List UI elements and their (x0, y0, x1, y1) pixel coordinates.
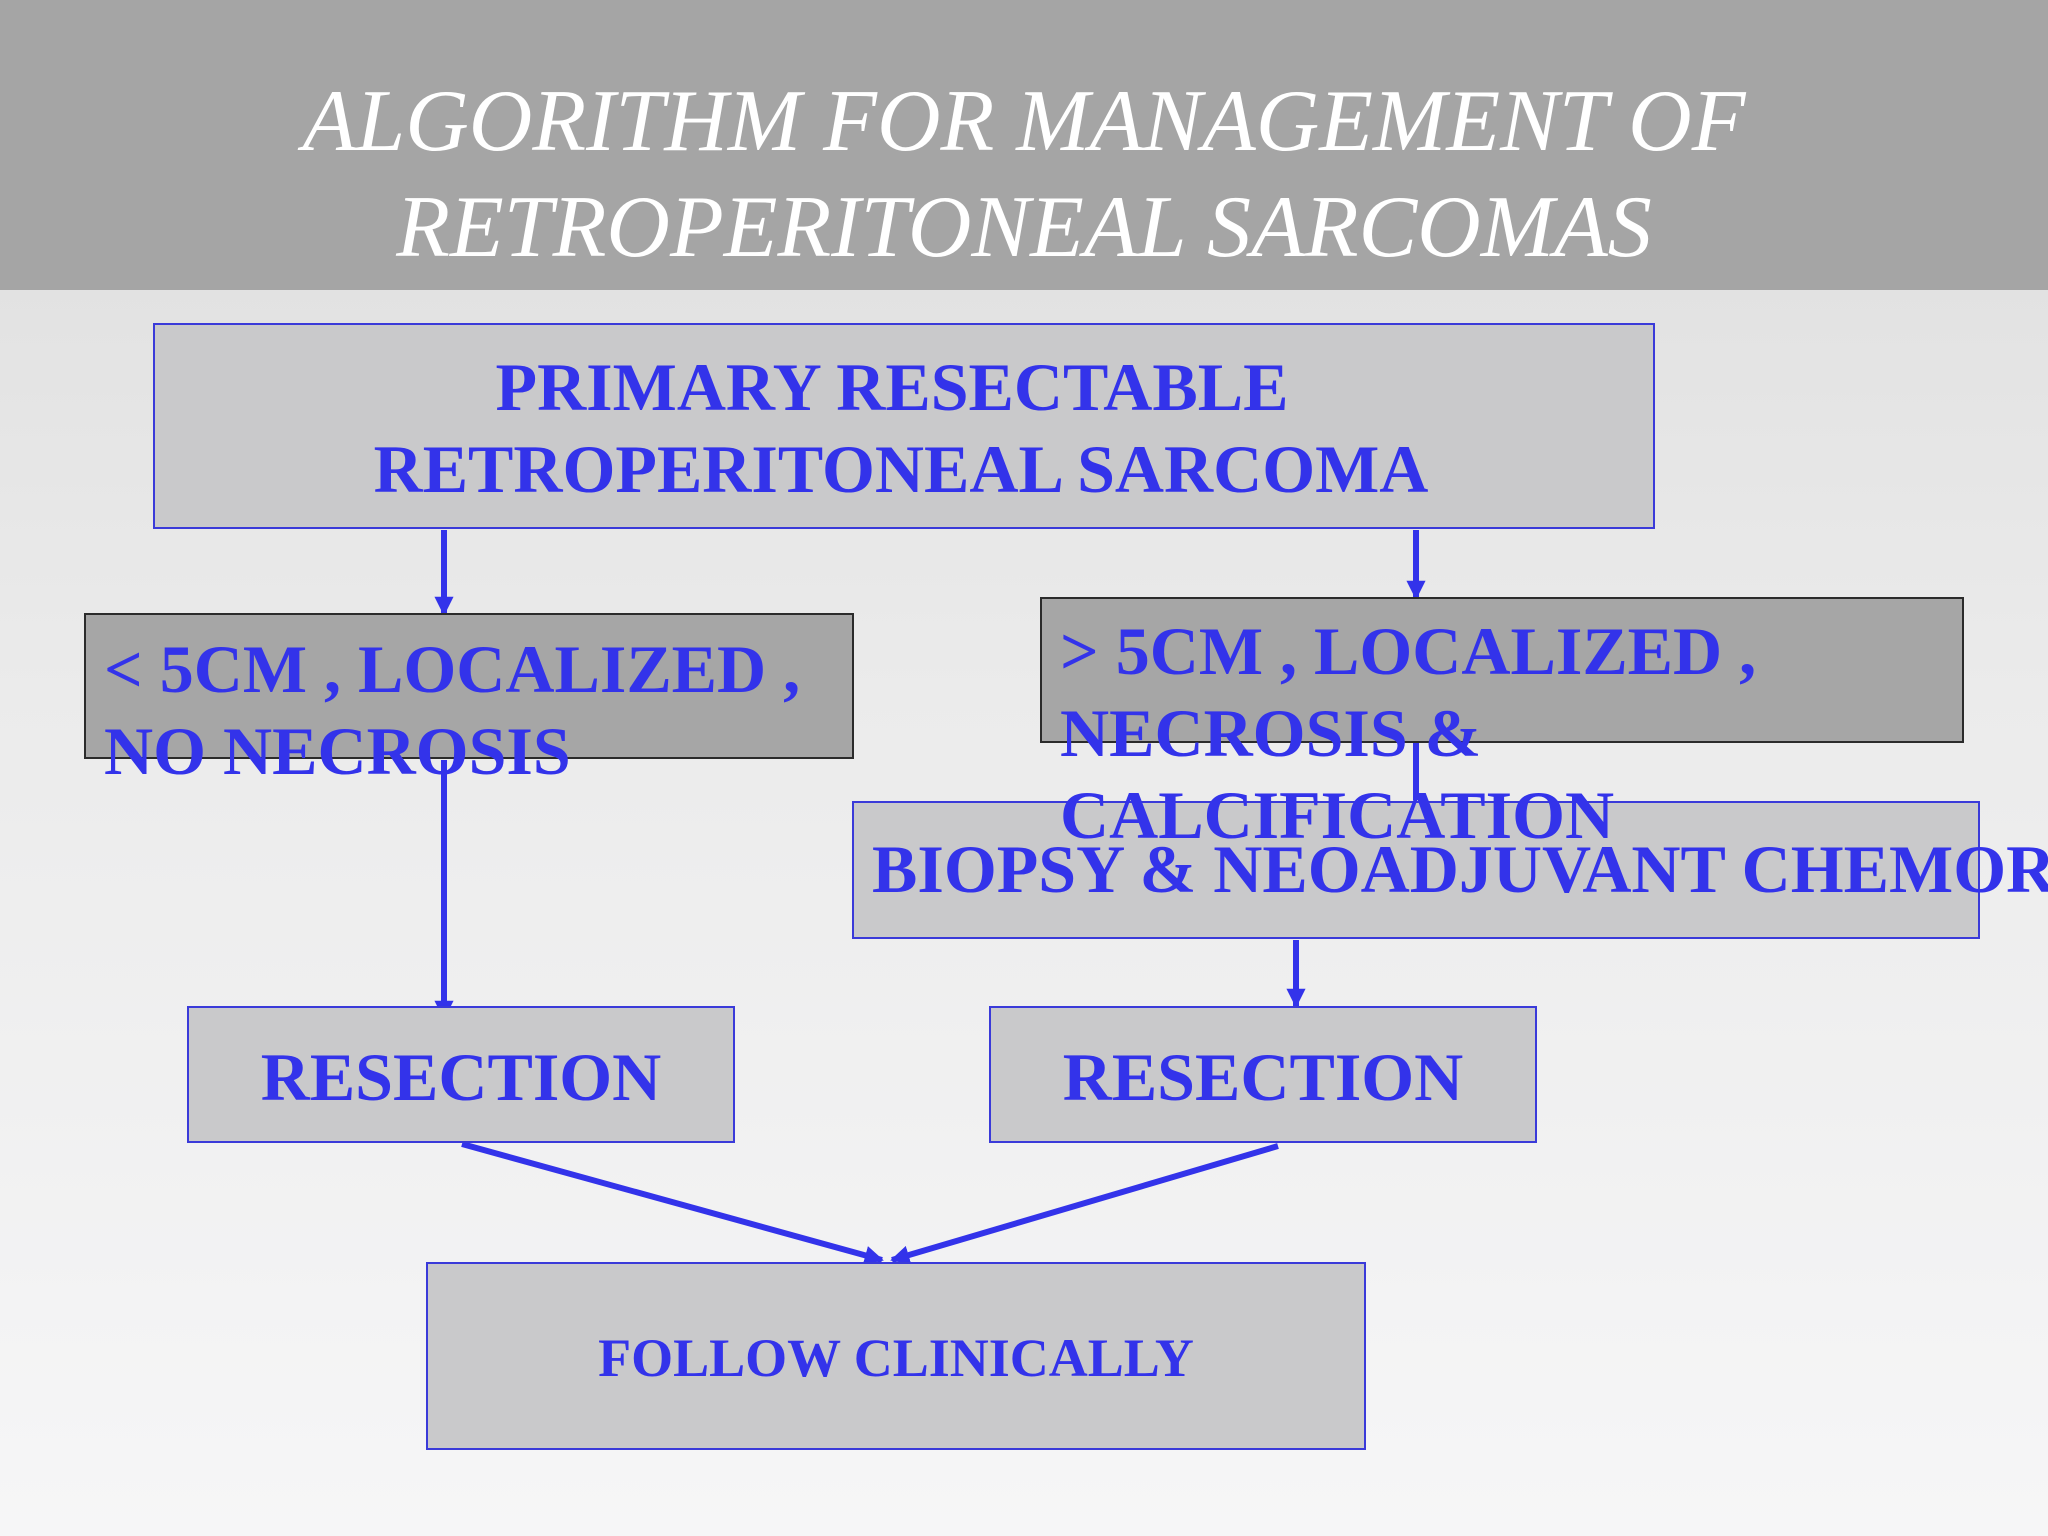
follow-clinically-box (426, 1262, 1366, 1450)
biopsy-box (852, 801, 1980, 939)
biopsy-text-clip: BIOPSY & NEOADJUVANT CHEMOR (872, 820, 2048, 920)
small-tumor-line-1: < 5CM , LOCALIZED , (104, 631, 801, 707)
large-tumor-line-3: CALCIFICATION (1060, 777, 1615, 853)
primary-line-2: RETROPERITONEAL SARCOMA (373, 431, 1429, 507)
biopsy-text: BIOPSY & NEOADJUVANT CHEMOR (872, 831, 2048, 907)
resection-right-text: RESECTION (1062, 1039, 1464, 1115)
large-tumor-text: > 5CM , LOCALIZED , NECROSIS & CALCIFICA… (1060, 610, 1756, 856)
small-tumor-text: < 5CM , LOCALIZED , NO NECROSIS (104, 628, 800, 792)
large-tumor-line-2: NECROSIS & (1060, 695, 1482, 771)
arrow-resection-left-to-follow (461, 1141, 884, 1265)
primary-box (153, 323, 1655, 529)
title-bar (0, 0, 2048, 290)
resection-left-text: RESECTION (260, 1039, 662, 1115)
primary-line-1: PRIMARY RESECTABLE (495, 349, 1289, 425)
slide-title-line-1: ALGORITHM FOR MANAGEMENT OF (302, 73, 1746, 170)
follow-clinically-text: FOLLOW CLINICALLY (598, 1328, 1194, 1388)
small-tumor-line-2: NO NECROSIS (104, 713, 571, 789)
large-tumor-box (1040, 597, 1964, 743)
arrow-resection-right-to-follow (890, 1143, 1279, 1265)
primary-box-text: PRIMARY RESECTABLE RETROPERITONEAL SARCO… (153, 346, 1655, 510)
large-tumor-line-1: > 5CM , LOCALIZED , (1060, 613, 1757, 689)
small-tumor-box (84, 613, 854, 759)
resection-left-box (187, 1006, 735, 1143)
slide-title-line-2: RETROPERITONEAL SARCOMAS (396, 179, 1652, 276)
resection-right-box (989, 1006, 1537, 1143)
